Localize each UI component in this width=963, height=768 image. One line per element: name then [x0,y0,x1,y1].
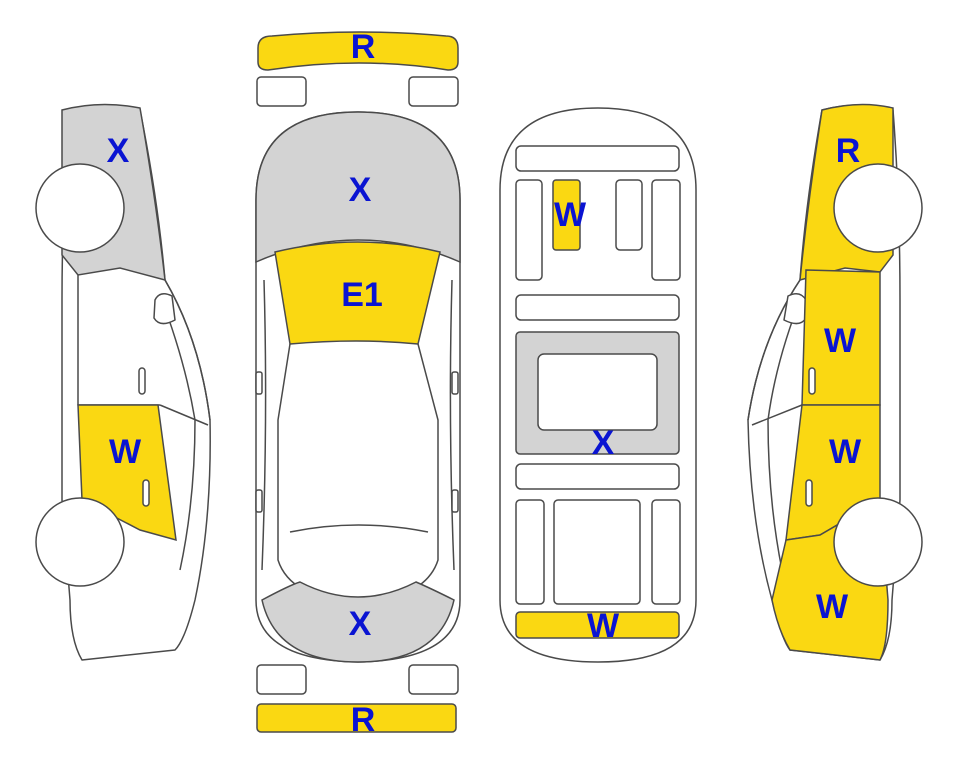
label-hood: X [349,171,372,209]
left-windshield-line [164,279,211,421]
front-left-light [256,76,307,107]
front-bumper-panel[interactable] [257,31,459,71]
rear-bumper-panel[interactable] [256,703,457,733]
front-right-light [408,76,459,107]
under-front-crossmember [515,145,680,172]
underbody-view: W X W [499,107,697,663]
label-trunk: X [349,605,372,643]
right-a-pillar [449,279,455,571]
label-rear-bumper: R [351,701,376,739]
under-center-inner [537,353,658,431]
under-left-rear-rail [515,499,545,605]
under-rear-center [553,499,641,605]
under-rear-panel[interactable] [515,611,680,639]
right-mirror-top [451,371,459,395]
label-right-front-fender: R [836,132,861,170]
under-right-front-rail [651,179,681,281]
right-mirror [783,293,807,325]
right-door-handle-front [808,367,816,395]
windshield-panel[interactable] [274,241,441,345]
label-under-rear: W [587,607,620,645]
label-under-front: W [554,196,587,234]
label-right-rear-door: W [829,433,862,471]
label-front-bumper: R [351,28,376,66]
left-window-line [159,404,209,426]
hood-panel[interactable] [255,111,461,264]
under-front-small-panel[interactable] [552,179,581,251]
left-side-view: X W [35,103,211,661]
rear-left-light [256,664,307,695]
left-door-handle-front [138,367,146,395]
under-right-front-rail-inner [615,179,643,251]
right-side-view: R W W W [747,103,923,661]
right-rear-handle-top [451,489,459,513]
label-left-rear-door: W [109,433,142,471]
left-a-pillar [261,279,267,571]
left-rear-wheel [35,497,125,587]
left-rear-handle-top [255,489,263,513]
under-mid-front-bar [515,294,680,321]
right-window-line [751,404,803,426]
right-front-wheel [833,163,923,253]
left-door-handle-rear [142,479,150,507]
right-rear-wheel [833,497,923,587]
label-windshield: E1 [341,276,383,314]
label-right-rear-quarter: W [816,588,849,626]
rear-right-light [408,664,459,695]
label-right-front-door: W [824,322,857,360]
left-front-wheel [35,163,125,253]
label-under-center: X [592,424,615,462]
under-mid-rear-bar [515,463,680,490]
left-mirror-top [255,371,263,395]
under-right-rear-rail [651,499,681,605]
top-view: R X E1 X R [255,28,461,739]
rear-window-line [289,524,429,533]
right-door-handle-rear [805,479,813,507]
right-roof-line [767,294,803,571]
under-left-front-rail [515,179,543,281]
trunk-panel[interactable] [261,581,455,663]
left-mirror [153,293,176,325]
label-left-front-fender: X [107,132,130,170]
